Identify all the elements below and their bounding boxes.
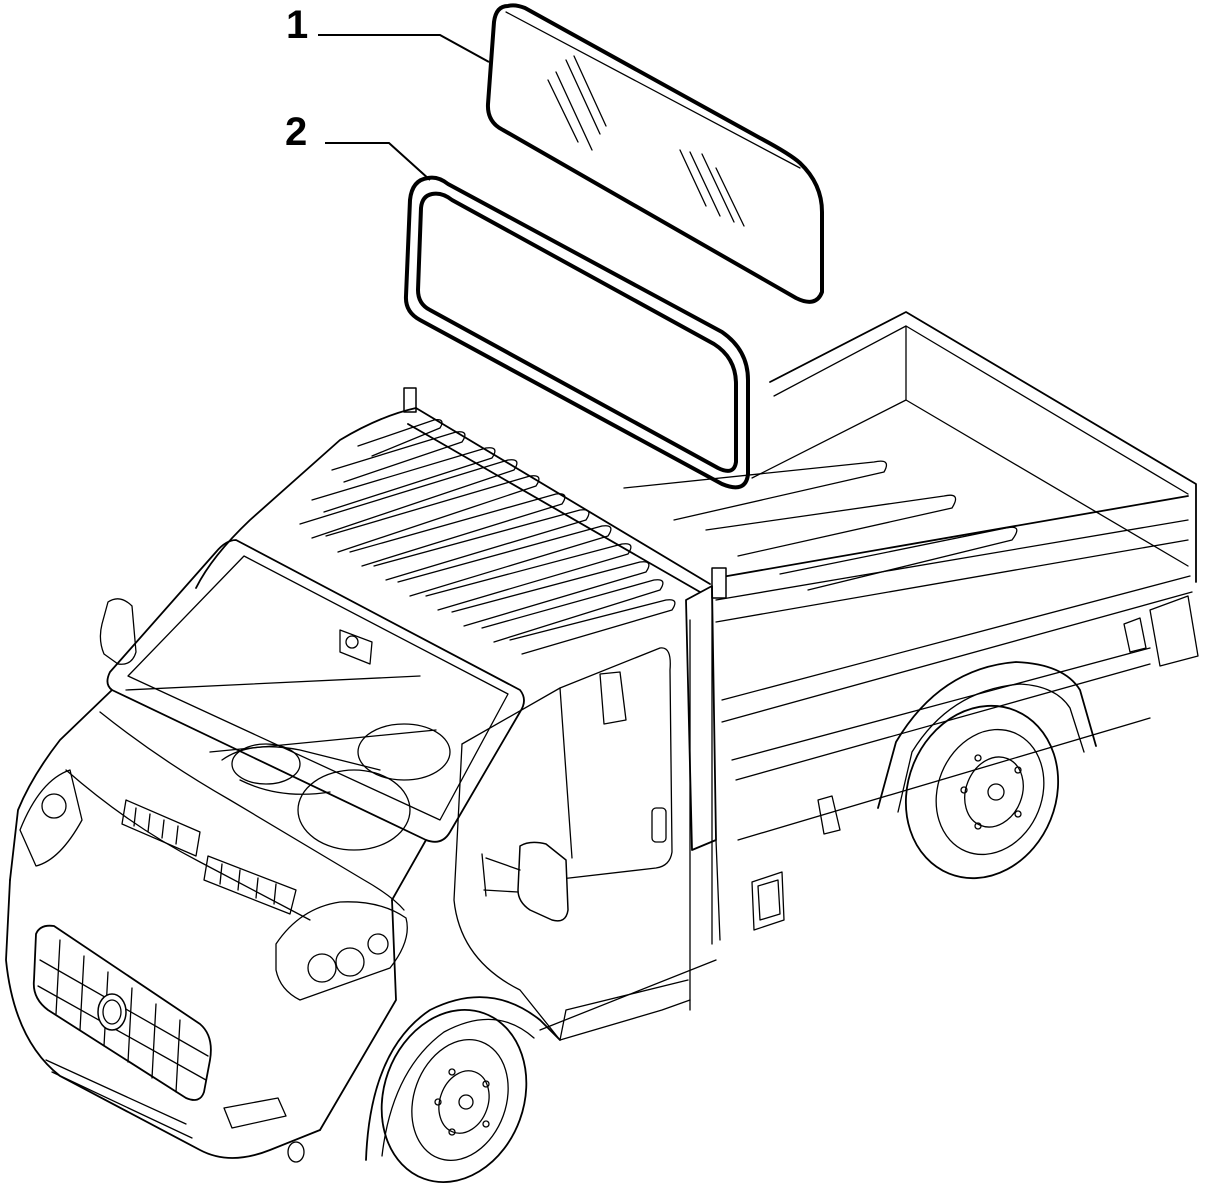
fiat-badge-icon <box>97 993 127 1031</box>
rear-wheel <box>904 704 1060 880</box>
callout-2-label: 2 <box>285 110 307 154</box>
callout-1-leader-line <box>318 34 490 63</box>
front-wheel <box>380 1009 528 1183</box>
rear-window-seal[interactable] <box>403 175 750 490</box>
cargo-bed <box>403 311 1199 931</box>
front-grille <box>32 924 212 1101</box>
callout-1[interactable]: 1 <box>286 3 490 63</box>
hood-vents <box>121 799 297 915</box>
cab <box>5 407 721 1183</box>
callout-1-label: 1 <box>286 3 308 47</box>
side-mirror <box>481 841 569 922</box>
truck-illustration <box>5 311 1199 1183</box>
glass-reflection-lines <box>547 55 745 227</box>
callout-2[interactable]: 2 <box>285 110 431 181</box>
rear-window-glass[interactable] <box>485 3 824 304</box>
roof-ribs <box>299 419 676 655</box>
callout-2-leader-line <box>325 142 431 181</box>
